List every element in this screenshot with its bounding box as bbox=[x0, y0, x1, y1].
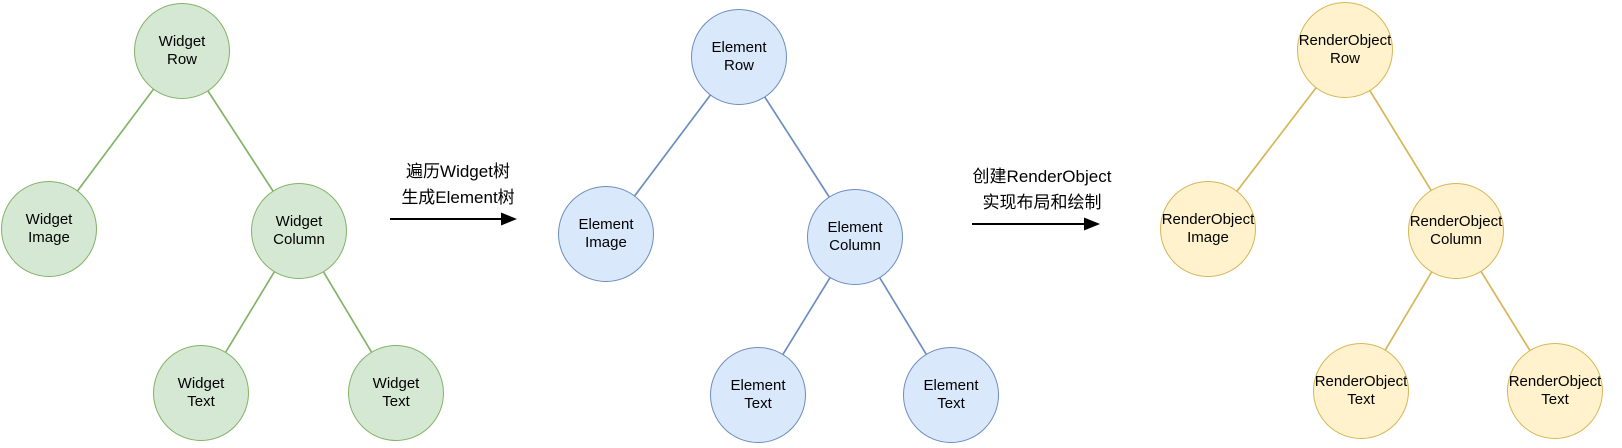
node-renderobject-text: RenderObject Text bbox=[1313, 343, 1409, 439]
arrow-right-icon bbox=[390, 212, 517, 226]
node-element-row: Element Row bbox=[691, 9, 787, 105]
node-label: RenderObject Column bbox=[1409, 213, 1503, 248]
node-widget-column: Widget Column bbox=[251, 183, 347, 279]
node-label: Element Image bbox=[578, 216, 634, 251]
arrow-caption-element-to-renderobject: 创建RenderObject 实现布局和绘制 bbox=[972, 167, 1112, 212]
node-label: Element Row bbox=[711, 39, 767, 74]
node-element-text: Element Text bbox=[710, 347, 806, 443]
node-label: Widget Text bbox=[372, 375, 420, 410]
node-label: Element Column bbox=[827, 219, 883, 254]
node-element-column: Element Column bbox=[807, 189, 903, 285]
node-widget-text: Widget Text bbox=[348, 345, 444, 441]
node-label: Element Text bbox=[923, 377, 979, 412]
node-label: Widget Text bbox=[177, 375, 225, 410]
arrow-right-icon bbox=[972, 217, 1100, 231]
node-label: Widget Row bbox=[158, 33, 206, 68]
node-element-image: Element Image bbox=[558, 186, 654, 282]
node-renderobject-image: RenderObject Image bbox=[1160, 181, 1256, 277]
node-label: RenderObject Row bbox=[1298, 32, 1392, 67]
node-label: Element Text bbox=[730, 377, 786, 412]
node-renderobject-row: RenderObject Row bbox=[1297, 2, 1393, 98]
node-label: Widget Image bbox=[25, 211, 73, 246]
node-widget-text: Widget Text bbox=[153, 345, 249, 441]
node-label: RenderObject Text bbox=[1314, 373, 1408, 408]
node-label: RenderObject Text bbox=[1508, 373, 1602, 408]
node-widget-image: Widget Image bbox=[1, 181, 97, 277]
node-element-text: Element Text bbox=[903, 347, 999, 443]
arrow-caption-widget-to-element: 遍历Widget树 生成Element树 bbox=[401, 162, 515, 207]
node-renderobject-column: RenderObject Column bbox=[1408, 183, 1504, 279]
node-renderobject-text: RenderObject Text bbox=[1507, 343, 1603, 439]
node-label: RenderObject Image bbox=[1161, 211, 1255, 246]
node-widget-row: Widget Row bbox=[134, 3, 230, 99]
node-label: Widget Column bbox=[273, 213, 325, 248]
